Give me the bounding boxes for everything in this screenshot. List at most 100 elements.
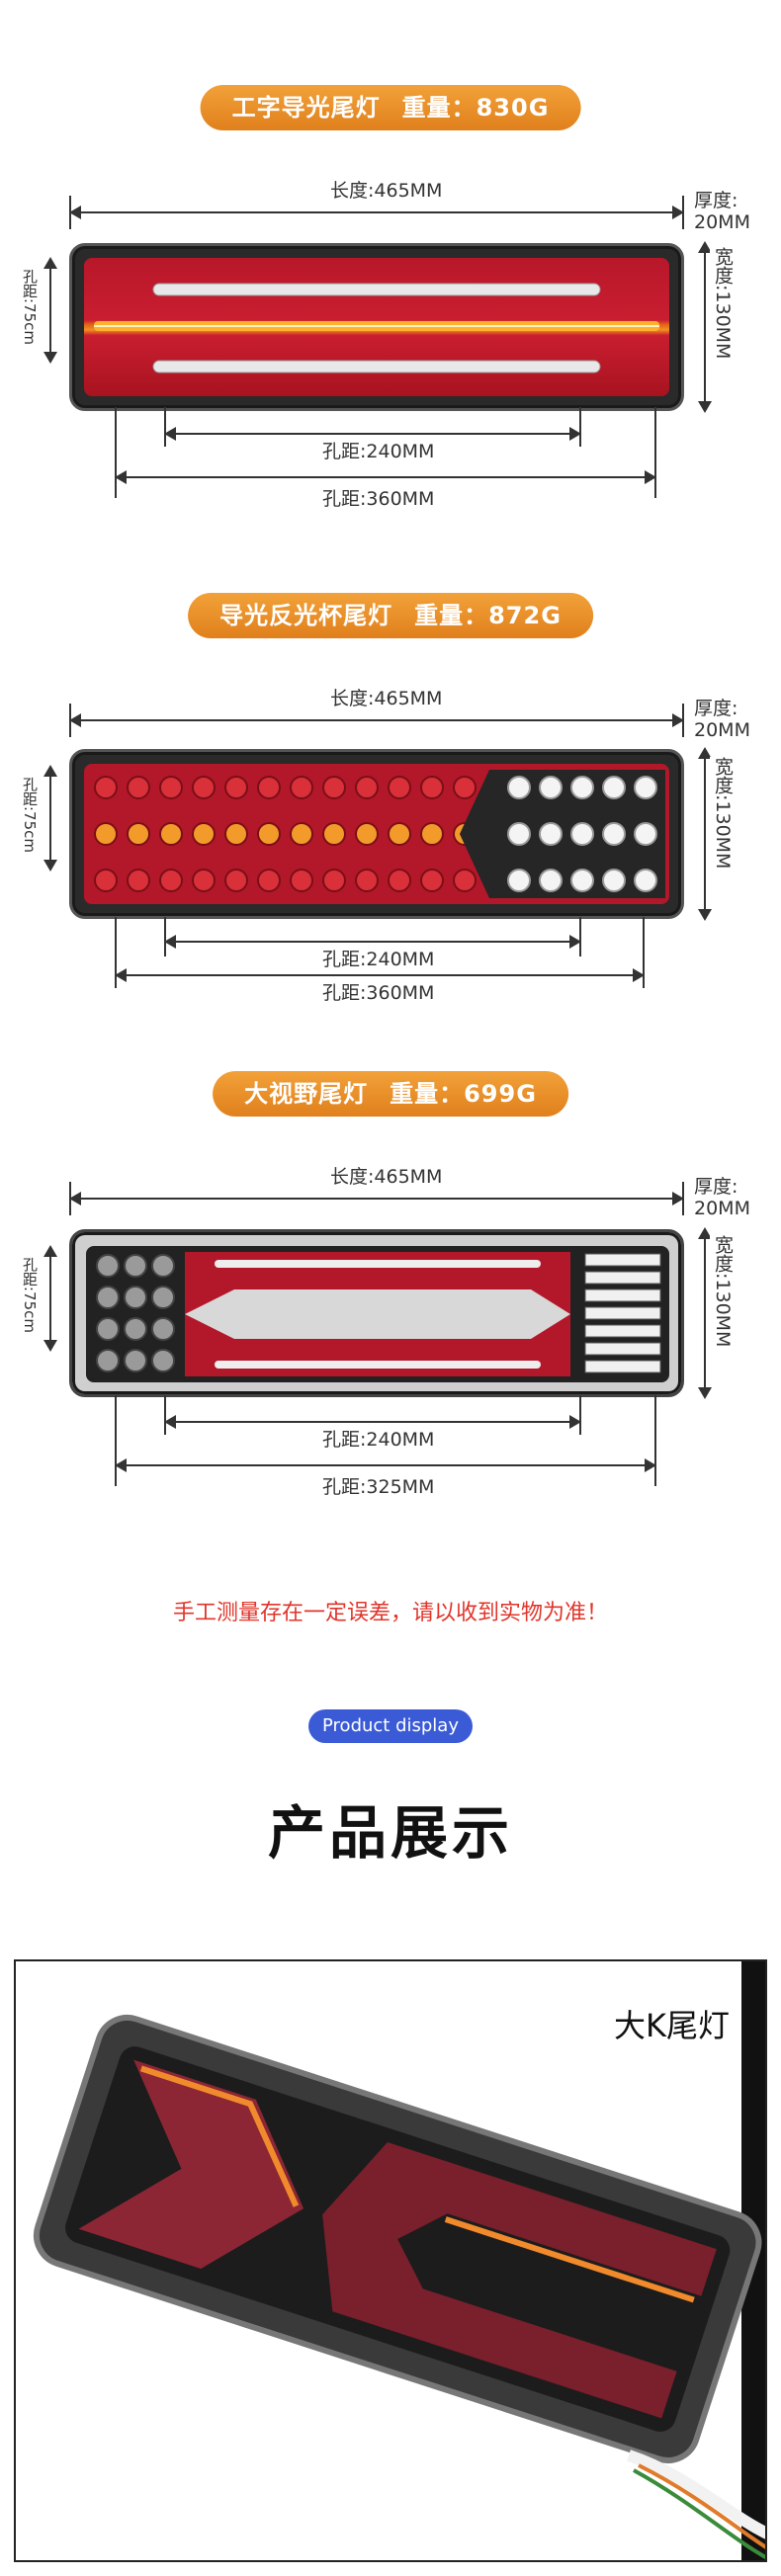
light-strip xyxy=(215,1361,541,1369)
lamp-reflector-cups xyxy=(94,770,665,898)
thickness-label: 厚度: 20MM xyxy=(694,698,750,741)
reflector-cup xyxy=(453,869,477,892)
photo-label: 大K尾灯 xyxy=(614,2007,730,2044)
reflector-cup xyxy=(192,869,216,892)
reflector-cup xyxy=(355,869,379,892)
length-dimension-line xyxy=(69,713,684,727)
dim-tick xyxy=(654,1395,656,1486)
reflector-cup xyxy=(94,822,118,846)
width-label: 宽度:130MM xyxy=(710,247,737,360)
reflector-cup xyxy=(388,822,411,846)
product-title: 工字导光尾灯 xyxy=(231,94,381,122)
reflector-cup xyxy=(355,776,379,799)
reflector-cup xyxy=(322,869,346,892)
hole-outer-label: 孔距:360MM xyxy=(318,978,439,1005)
hole-vertical-label: 孔距:75cm xyxy=(20,269,41,345)
reflector-cup xyxy=(388,869,411,892)
white-led xyxy=(634,776,657,799)
led-bar xyxy=(584,1342,661,1356)
product-section-2: 导光反光杯尾灯重量：872G 长度:465MM 厚度: 20MM 宽度:130M… xyxy=(0,0,781,1047)
reflector-cup xyxy=(355,822,379,846)
led-lens xyxy=(124,1349,147,1372)
length-dimension-line xyxy=(69,1192,684,1205)
dim-tick xyxy=(115,917,117,988)
reflector-cup xyxy=(159,869,183,892)
product-photo: 大K尾灯 xyxy=(14,1959,767,2562)
dim-tick xyxy=(654,407,656,498)
product-title: 导光反光杯尾灯 xyxy=(219,602,393,629)
reflector-cup xyxy=(322,776,346,799)
hole-inner-line xyxy=(164,935,581,949)
reflector-cup xyxy=(94,869,118,892)
lamp-lens xyxy=(84,258,669,396)
reflector-cup xyxy=(257,822,281,846)
lamp-light-strips xyxy=(94,283,659,374)
product-weight: 重量：830G xyxy=(401,94,550,122)
product-weight: 重量：699G xyxy=(390,1080,537,1108)
reflector-cup xyxy=(420,776,444,799)
measurement-note: 手工测量存在一定误差，请以收到实物为准！ xyxy=(172,1601,608,1625)
hole-inner-label: 孔距:240MM xyxy=(318,437,439,463)
reverse-strip xyxy=(185,1289,570,1339)
led-bar xyxy=(584,1288,661,1302)
light-strip xyxy=(215,1260,541,1268)
k-lamp-illustration xyxy=(33,2014,765,2560)
white-led xyxy=(507,869,531,892)
reflector-cup xyxy=(453,776,477,799)
lamp-lens xyxy=(86,1246,669,1382)
led-lens xyxy=(96,1254,120,1278)
reflector-cup xyxy=(420,822,444,846)
product-display-badge: Product display xyxy=(308,1709,473,1743)
white-led xyxy=(539,776,563,799)
reflector-cup xyxy=(192,822,216,846)
hole-inner-label: 孔距:240MM xyxy=(318,1425,439,1452)
hole-outer-label: 孔距:325MM xyxy=(318,1472,439,1499)
reflector-cup xyxy=(322,822,346,846)
lamp-lens xyxy=(84,764,669,904)
led-bar xyxy=(584,1253,661,1267)
width-label: 宽度:130MM xyxy=(710,757,737,870)
reflector-cup xyxy=(257,869,281,892)
section-title: 产品展示 xyxy=(267,1799,513,1867)
white-led xyxy=(602,822,626,846)
reflector-cup xyxy=(290,869,313,892)
product-title: 大视野尾灯 xyxy=(244,1080,369,1108)
led-lens xyxy=(151,1349,175,1372)
reflector-cup xyxy=(224,869,248,892)
width-label: 宽度:130MM xyxy=(710,1235,737,1348)
white-led xyxy=(570,776,594,799)
led-lens xyxy=(151,1286,175,1309)
length-dimension-line xyxy=(69,206,684,219)
width-dimension-line xyxy=(698,241,712,413)
led-lens xyxy=(96,1286,120,1309)
led-lens xyxy=(124,1254,147,1278)
reflector-cup xyxy=(159,776,183,799)
led-lens xyxy=(151,1254,175,1278)
length-label: 长度:465MM xyxy=(326,684,447,710)
length-label: 长度:465MM xyxy=(326,1162,447,1189)
white-led xyxy=(539,869,563,892)
product-weight: 重量：872G xyxy=(414,602,562,629)
led-bar xyxy=(584,1271,661,1285)
reflector-cup xyxy=(127,822,150,846)
white-led xyxy=(602,776,626,799)
product-title-pill: 工字导光尾灯重量：830G xyxy=(200,85,581,130)
width-dimension-line xyxy=(698,1227,712,1399)
hole-outer-line xyxy=(115,968,645,982)
reflector-cup xyxy=(224,776,248,799)
reflector-cup xyxy=(224,822,248,846)
hole-outer-line xyxy=(115,1458,656,1472)
hole-vertical-label: 孔距:75cm xyxy=(20,1257,41,1333)
reflector-cup xyxy=(290,822,313,846)
reflector-cup xyxy=(94,776,118,799)
hole-vertical-label: 孔距:75cm xyxy=(20,777,41,853)
thickness-label: 厚度: 20MM xyxy=(694,190,750,233)
white-led xyxy=(634,822,657,846)
reflector-cup xyxy=(257,776,281,799)
led-bar xyxy=(584,1360,661,1373)
reflector-cup xyxy=(127,869,150,892)
white-led xyxy=(507,822,531,846)
hole-inner-label: 孔距:240MM xyxy=(318,945,439,971)
reflector-cup xyxy=(192,776,216,799)
white-led xyxy=(570,822,594,846)
